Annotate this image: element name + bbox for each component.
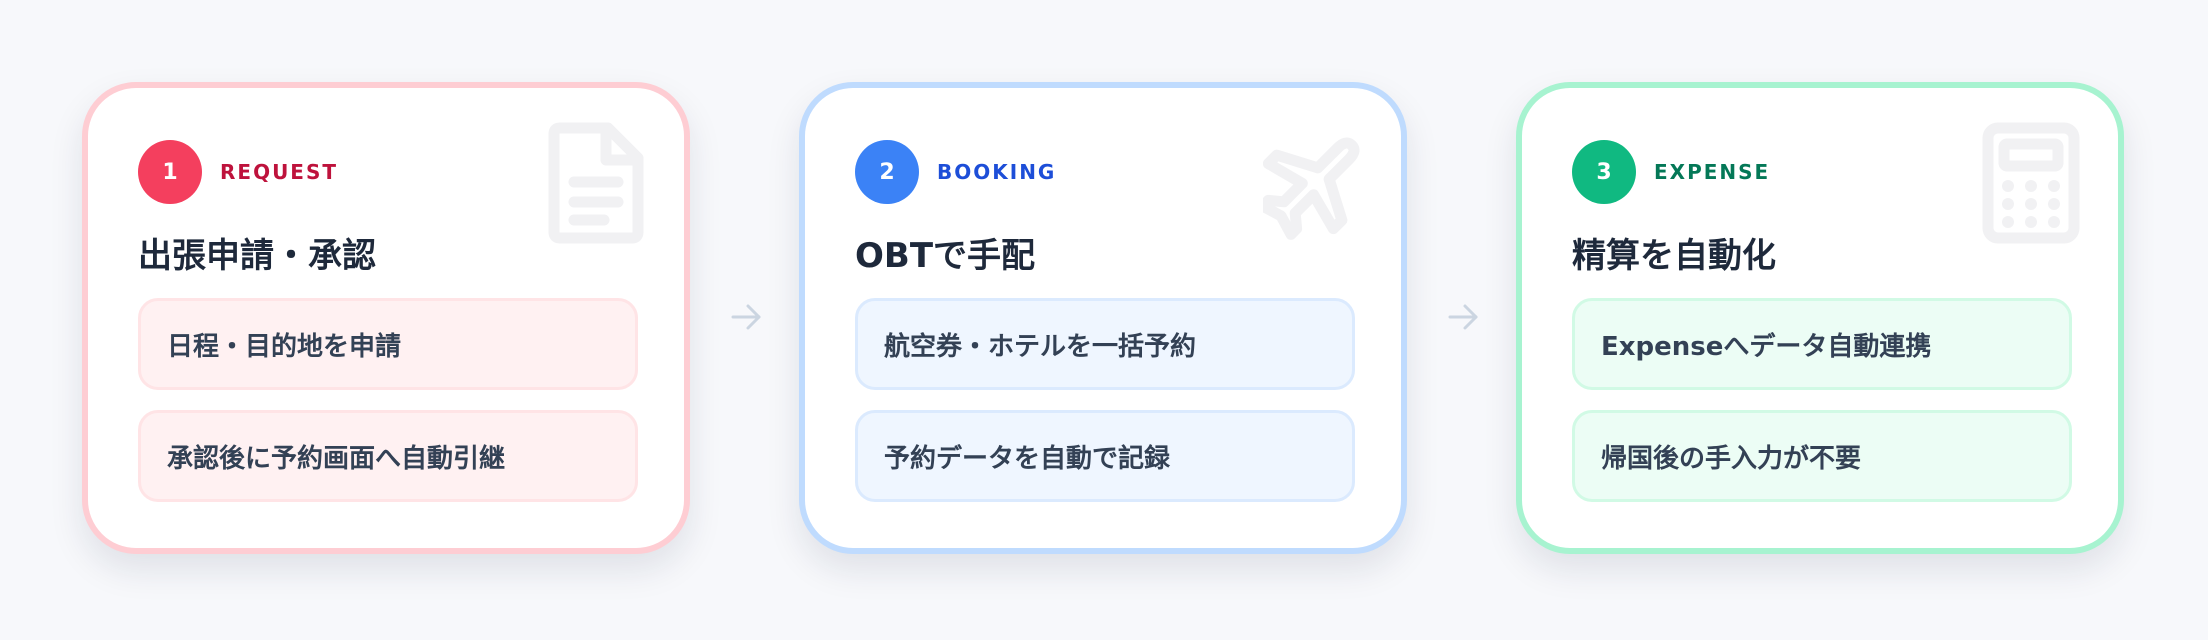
step-item: 予約データを自動で記録: [855, 410, 1355, 502]
airplane-icon: [1263, 137, 1360, 240]
step-title: 出張申請・承認: [138, 236, 376, 276]
calculator-icon: [1982, 122, 2080, 244]
arrow-right-icon: [1448, 304, 1478, 330]
step-number-badge: 1: [138, 140, 202, 204]
step-number-badge: 3: [1572, 140, 1636, 204]
step-item: 承認後に予約画面へ自動引継: [138, 410, 638, 502]
step-item: 日程・目的地を申請: [138, 298, 638, 390]
step-item: 航空券・ホテルを一括予約: [855, 298, 1355, 390]
step-title: OBTで手配: [855, 236, 1036, 276]
step-card-booking: 2 BOOKING OBTで手配 航空券・ホテルを一括予約 予約データを自動で記…: [799, 82, 1407, 554]
step-item: Expenseへデータ自動連携: [1572, 298, 2072, 390]
document-icon: [548, 122, 644, 244]
arrow-right-icon: [731, 304, 761, 330]
step-number-badge: 2: [855, 140, 919, 204]
step-label: REQUEST: [220, 160, 339, 184]
step-label: EXPENSE: [1654, 160, 1771, 184]
step-card-request: 1 REQUEST 出張申請・承認 日程・目的地を申請 承認後に予約画面へ自動引…: [82, 82, 690, 554]
step-label: BOOKING: [937, 160, 1057, 184]
step-title: 精算を自動化: [1572, 236, 1776, 276]
step-card-expense: 3 EXPENSE 精算を自動化 Expenseへデータ自動連携 帰国後の手入力…: [1516, 82, 2124, 554]
step-item: 帰国後の手入力が不要: [1572, 410, 2072, 502]
